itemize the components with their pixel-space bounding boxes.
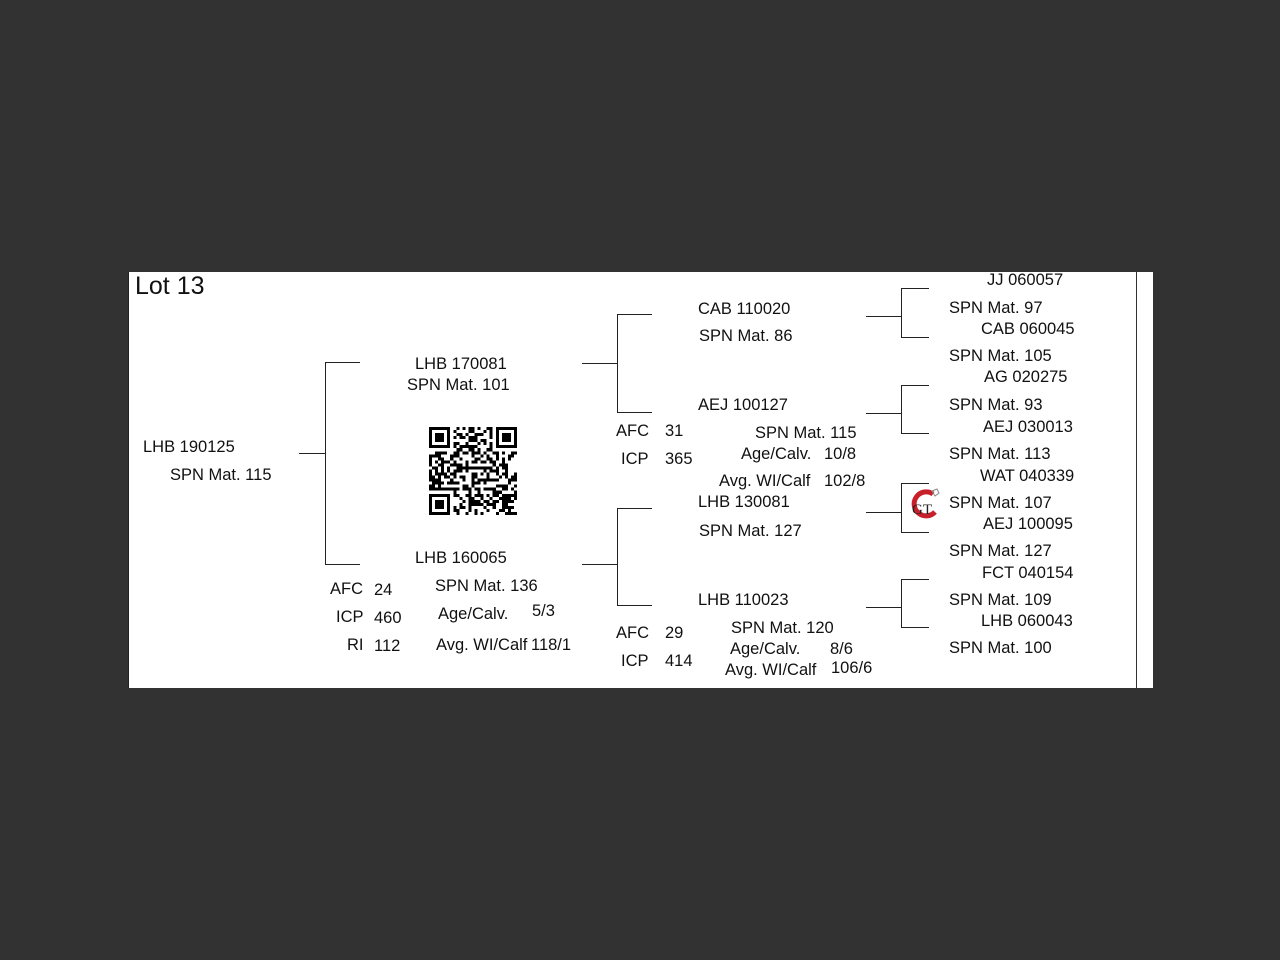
gt-logo-icon: GT (911, 488, 940, 519)
gen3-spn: SPN Mat. 93 (949, 396, 1043, 414)
connector-line (325, 362, 326, 565)
gen3-spn: SPN Mat. 113 (949, 445, 1051, 463)
logo-text: GT (912, 502, 932, 518)
gen3-id: FCT 040154 (982, 564, 1074, 582)
dam-id: LHB 160065 (415, 549, 507, 567)
sire-dam-spn: SPN Mat. 115 (755, 424, 857, 442)
connector-line (901, 337, 929, 338)
sire-dam-afc-label: AFC (616, 422, 649, 440)
gen3-spn: SPN Mat. 105 (949, 347, 1052, 365)
connector-line (325, 362, 360, 363)
connector-line (866, 316, 902, 317)
connector-line (325, 564, 360, 565)
connector-line (617, 605, 652, 606)
connector-line (901, 579, 902, 628)
connector-line (901, 288, 902, 338)
connector-line (617, 508, 652, 509)
connector-line (901, 483, 902, 533)
dam-dam-age-value: 8/6 (830, 640, 853, 658)
dam-age-value: 5/3 (532, 602, 555, 620)
gen3-spn: SPN Mat. 109 (949, 591, 1052, 609)
sire-sire-id: CAB 110020 (698, 300, 791, 318)
sire-spn: SPN Mat. 101 (407, 376, 510, 394)
dam-dam-age-label: Age/Calv. (730, 640, 801, 658)
dam-dam-avg-value: 106/6 (831, 659, 873, 677)
pedigree-document: Lot 13 LHB 190125 SPN Mat. 115 LHB 17008… (128, 272, 1153, 688)
dam-ri-value: 112 (374, 637, 401, 655)
dam-sire-spn: SPN Mat. 127 (699, 522, 802, 540)
dam-ri-label: RI (347, 636, 364, 654)
sire-sire-spn: SPN Mat. 86 (699, 327, 793, 345)
connector-line (901, 288, 929, 289)
gen3-id: AEJ 030013 (983, 418, 1073, 436)
dam-afc-label: AFC (330, 580, 363, 598)
gen3-spn: SPN Mat. 107 (949, 494, 1052, 512)
dam-dam-id: LHB 110023 (698, 591, 789, 609)
gen3-id: JJ 060057 (987, 272, 1064, 289)
dam-age-label: Age/Calv. (438, 605, 509, 623)
gen3-id: CAB 060045 (981, 320, 1075, 338)
subject-id: LHB 190125 (143, 438, 235, 456)
sire-dam-age-label: Age/Calv. (741, 445, 812, 463)
dam-icp-label: ICP (336, 608, 364, 626)
lot-title: Lot 13 (135, 272, 205, 300)
qr-code (429, 427, 517, 515)
connector-line (866, 512, 902, 513)
connector-line (901, 385, 902, 434)
dam-dam-icp-label: ICP (621, 652, 649, 670)
sire-dam-id: AEJ 100127 (698, 396, 788, 414)
gen3-id: AEJ 100095 (983, 515, 1073, 533)
dam-icp-value: 460 (374, 609, 402, 627)
dam-dam-avg-label: Avg. WI/Calf (725, 661, 817, 679)
sire-id: LHB 170081 (415, 355, 507, 373)
gen3-spn: SPN Mat. 97 (949, 299, 1043, 317)
connector-line (582, 363, 618, 364)
gen3-spn: SPN Mat. 100 (949, 639, 1052, 657)
connector-line (901, 579, 929, 580)
sire-dam-avg-label: Avg. WI/Calf (719, 472, 811, 490)
dam-dam-afc-label: AFC (616, 624, 649, 642)
connector-line (901, 385, 929, 386)
gen3-spn: SPN Mat. 127 (949, 542, 1052, 560)
dam-dam-icp-value: 414 (665, 652, 693, 670)
connector-line (617, 412, 652, 413)
sire-dam-avg-value: 102/8 (824, 472, 866, 490)
dam-spn: SPN Mat. 136 (435, 577, 538, 595)
dam-afc-value: 24 (374, 581, 393, 599)
connector-line (901, 433, 929, 434)
dam-dam-spn: SPN Mat. 120 (731, 619, 834, 637)
sire-dam-icp-label: ICP (621, 450, 649, 468)
sire-dam-afc-value: 31 (665, 422, 684, 440)
connector-line (617, 508, 618, 606)
subject-spn: SPN Mat. 115 (170, 466, 272, 484)
gen3-id: LHB 060043 (981, 612, 1073, 630)
connector-line (866, 607, 902, 608)
connector-line (617, 314, 618, 413)
sire-dam-icp-value: 365 (665, 450, 693, 468)
dam-avg-value: 118/1 (531, 636, 572, 654)
connector-line (901, 483, 929, 484)
connector-line (299, 453, 326, 454)
connector-line (582, 564, 618, 565)
gen3-id: AG 020275 (984, 368, 1068, 386)
dam-sire-id: LHB 130081 (698, 493, 790, 511)
right-border-line (1136, 272, 1137, 688)
dam-dam-afc-value: 29 (665, 624, 684, 642)
connector-line (617, 314, 652, 315)
dam-avg-label: Avg. WI/Calf (436, 636, 528, 654)
sire-dam-age-value: 10/8 (824, 445, 857, 463)
connector-line (866, 413, 902, 414)
connector-line (901, 532, 929, 533)
gen3-id: WAT 040339 (980, 467, 1075, 485)
connector-line (901, 627, 929, 628)
